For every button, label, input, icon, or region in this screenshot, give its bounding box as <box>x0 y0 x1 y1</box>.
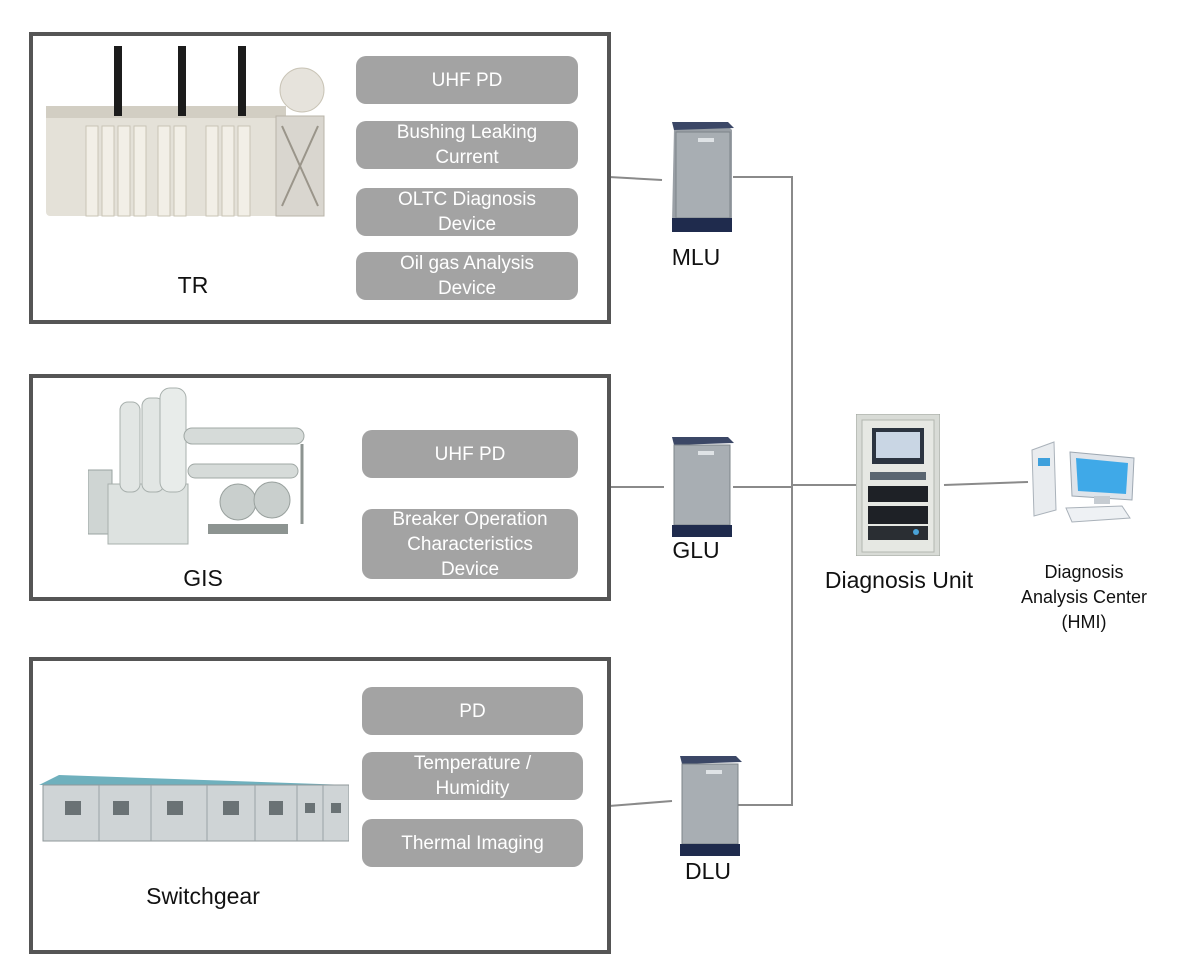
cabinet-icon <box>680 756 742 856</box>
wire-tr-mlu <box>608 176 663 181</box>
tr-item-bushing-leaking-current: Bushing Leaking Current <box>356 121 578 169</box>
switchgear-panel-icon <box>39 775 349 842</box>
cabinet-icon <box>672 437 734 537</box>
unit-label-dlu: DLU <box>684 858 731 884</box>
rack-cabinet-icon <box>856 414 940 556</box>
cabinet-icon <box>672 122 734 232</box>
gis-panel: GIS <box>29 374 611 601</box>
wire-mlu-bus <box>733 176 793 806</box>
power-transformer-icon <box>46 46 325 217</box>
tr-item-uhf-pd: UHF PD <box>356 56 578 104</box>
section-title: TR <box>177 272 209 298</box>
computer-icon <box>1031 441 1135 523</box>
gis-switchgear-icon <box>88 387 305 545</box>
diagnosis-unit-label: Diagnosis Unit <box>824 567 974 593</box>
section-title: GIS <box>183 565 223 591</box>
gis-item-breaker-operation-characteristics-device: Breaker Operation Characteristics Device <box>362 509 578 580</box>
section-title: Switchgear <box>146 883 260 909</box>
unit-label-mlu: MLU <box>671 244 721 270</box>
gis-item-uhf-pd: UHF PD <box>362 430 578 478</box>
unit-label-glu: GLU <box>672 537 720 563</box>
switchgear-item-thermal-imaging: Thermal Imaging <box>362 819 583 867</box>
switchgear-item-pd: PD <box>362 687 583 735</box>
tr-item-oil-gas-analysis-device: Oil gas Analysis Device <box>356 252 578 300</box>
wire-switchgear-dlu <box>608 800 673 807</box>
hmi-label: Diagnosis Analysis Center (HMI) <box>1020 562 1148 632</box>
tr-item-oltc-diagnosis-device: OLTC Diagnosis Device <box>356 188 578 236</box>
wire-diagnosis-hmi <box>943 481 1029 486</box>
switchgear-item-temperature-humidity: Temperature / Humidity <box>362 752 583 800</box>
